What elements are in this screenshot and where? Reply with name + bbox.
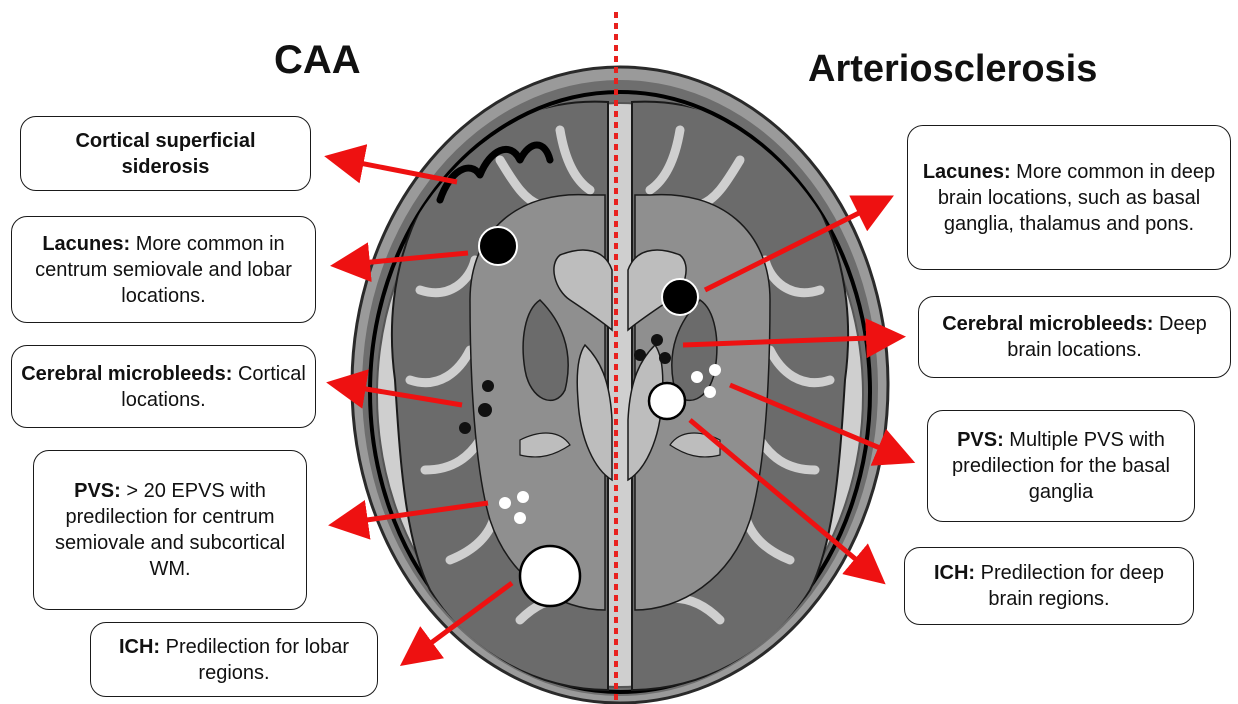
microbleed-right-2 <box>634 349 646 361</box>
box-caa-ich: ICH: Predilection for lobar regions. <box>90 622 378 697</box>
box-art-microbleeds: Cerebral microbleeds: Deep brain locatio… <box>918 296 1231 378</box>
box-art-lacunes: Lacunes: More common in deep brain locat… <box>907 125 1231 270</box>
box-caa-pvs-bold: PVS: <box>74 480 121 502</box>
box-caa-ich-bold: ICH: <box>119 636 160 658</box>
pvs-left-3 <box>514 512 526 524</box>
box-caa-lacunes-bold: Lacunes: <box>42 233 130 255</box>
pvs-right-3 <box>704 386 716 398</box>
box-caa-microbleeds: Cerebral microbleeds: Cortical locations… <box>11 345 316 428</box>
box-art-ich-bold: ICH: <box>934 562 975 584</box>
lacune-left <box>479 227 517 265</box>
pvs-right-1 <box>691 371 703 383</box>
box-caa-ich-text: Predilection for lobar regions. <box>160 636 349 684</box>
box-caa-microbleeds-bold: Cerebral microbleeds: <box>21 363 232 385</box>
microbleed-left-2 <box>478 403 492 417</box>
box-art-ich: ICH: Predilection for deep brain regions… <box>904 547 1194 625</box>
box-art-microbleeds-bold: Cerebral microbleeds: <box>942 313 1153 335</box>
pvs-left-1 <box>499 497 511 509</box>
lacune-right <box>662 279 698 315</box>
box-caa-siderosis-bold: Cortical superficial siderosis <box>75 130 255 178</box>
ich-left <box>520 546 580 606</box>
box-art-pvs-bold: PVS: <box>957 429 1004 451</box>
microbleed-left-1 <box>482 380 494 392</box>
microbleed-left-3 <box>459 422 471 434</box>
heading-arteriosclerosis: Arteriosclerosis <box>808 48 1097 91</box>
pvs-right-2 <box>709 364 721 376</box>
box-caa-pvs: PVS: > 20 EPVS with predilection for cen… <box>33 450 307 610</box>
box-art-pvs: PVS: Multiple PVS with predilection for … <box>927 410 1195 522</box>
box-caa-lacunes: Lacunes: More common in centrum semioval… <box>11 216 316 323</box>
ich-right <box>649 383 685 419</box>
microbleed-right-3 <box>659 352 671 364</box>
box-art-lacunes-bold: Lacunes: <box>923 161 1011 183</box>
microbleed-right-1 <box>651 334 663 346</box>
pvs-left-2 <box>517 491 529 503</box>
heading-caa: CAA <box>274 38 361 83</box>
box-art-ich-text: Predilection for deep brain regions. <box>975 562 1164 610</box>
box-caa-siderosis: Cortical superficial siderosis <box>20 116 311 191</box>
